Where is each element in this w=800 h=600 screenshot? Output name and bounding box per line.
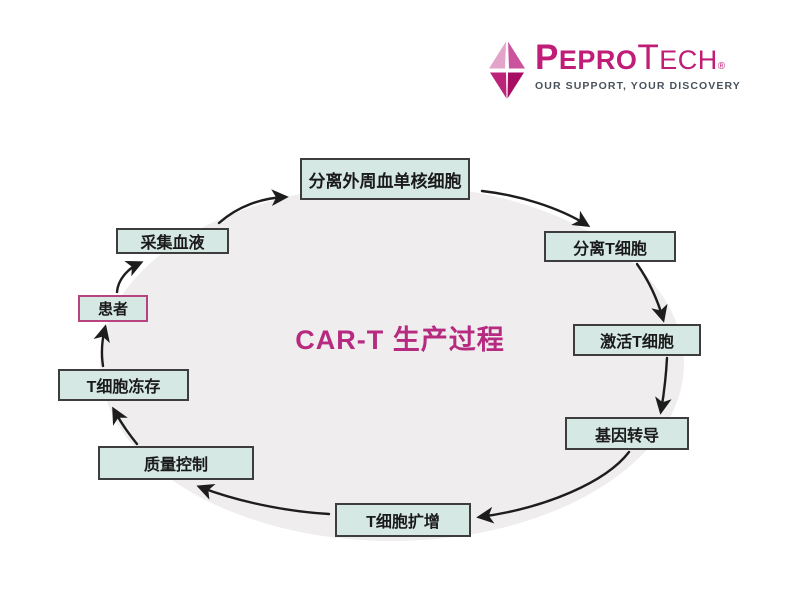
logo-text-block: PEPROTECH® OUR SUPPORT, YOUR DISCOVERY xyxy=(535,40,741,92)
brand-tagline: OUR SUPPORT, YOUR DISCOVERY xyxy=(535,80,741,92)
step-label-isolate-pbmc: 分离外周血单核细胞 xyxy=(308,171,462,191)
step-label-t-cell-cryopreservation: T细胞冻存 xyxy=(86,379,161,396)
step-label-t-cell-expansion: T细胞扩增 xyxy=(366,514,440,531)
brand-tech-rest: ECH xyxy=(659,45,718,75)
step-box-isolate-t-cells: 分离T细胞 xyxy=(544,231,676,262)
step-box-activate-t-cells: 激活T细胞 xyxy=(573,324,701,356)
brand-tech-cap: T xyxy=(637,38,660,77)
diagram-title: CAR-T 生产过程 xyxy=(295,325,505,355)
step-box-patient: 患者 xyxy=(78,295,148,322)
registered-trademark-icon: ® xyxy=(717,61,726,72)
brand-wordmark: PEPROTECH® xyxy=(535,40,741,75)
step-label-collect-blood: 采集血液 xyxy=(140,235,205,252)
step-box-isolate-pbmc: 分离外周血单核细胞 xyxy=(300,158,470,200)
brand-pepro-rest: EPRO xyxy=(558,45,638,75)
gem-diamond-icon xyxy=(489,41,525,99)
step-box-collect-blood: 采集血液 xyxy=(116,228,229,254)
step-box-gene-transduction: 基因转导 xyxy=(565,417,689,450)
brand-pepro-cap: P xyxy=(535,38,559,77)
step-label-quality-control: 质量控制 xyxy=(143,457,208,474)
step-label-isolate-t-cells: 分离T细胞 xyxy=(573,240,647,258)
step-box-quality-control: 质量控制 xyxy=(98,446,254,480)
step-box-t-cell-cryopreservation: T细胞冻存 xyxy=(58,369,189,401)
step-label-patient: 患者 xyxy=(97,301,128,318)
peprotech-logo: PEPROTECH® OUR SUPPORT, YOUR DISCOVERY xyxy=(486,40,741,103)
step-label-gene-transduction: 基因转导 xyxy=(594,427,659,445)
step-label-activate-t-cells: 激活T细胞 xyxy=(600,334,674,351)
step-box-t-cell-expansion: T细胞扩增 xyxy=(335,503,471,537)
